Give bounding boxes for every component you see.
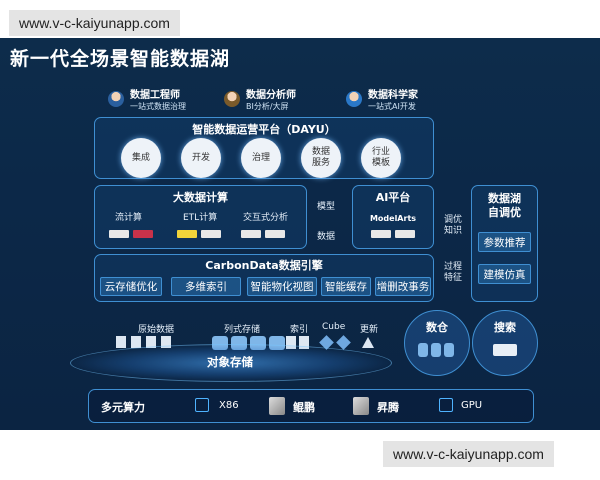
warehouse-circle: 数仓 <box>404 310 470 376</box>
bigdata-item-etl: ETL计算 <box>183 213 218 223</box>
role-analyst: 数据分析师 BI分析/大屏 <box>224 86 296 112</box>
object-storage-label: 对象存储 <box>207 355 253 369</box>
storage-label-columnar: 列式存储 <box>224 325 261 335</box>
page-title: 新一代全场景智能数据湖 <box>10 48 231 70</box>
param-recommend-tag: 参数推荐 <box>478 232 531 252</box>
label-process-feature: 过程 特征 <box>444 262 463 283</box>
role-name: 数据工程师 <box>130 90 180 101</box>
carbondata-title: CarbonData数据引擎 <box>205 259 323 272</box>
storage-label-raw: 原始数据 <box>138 325 175 335</box>
gpu-chip-icon <box>439 398 453 412</box>
watermark-bottom: www.v-c-kaiyunapp.com <box>383 441 554 467</box>
cube-icon <box>336 335 351 350</box>
engineer-icon <box>108 91 124 107</box>
x86-chip-icon <box>195 398 209 412</box>
ai-title: AI平台 <box>375 191 411 204</box>
role-desc: 一站式数据治理 <box>130 102 186 111</box>
hive-logo-icon <box>177 230 197 238</box>
storage-label-index: 索引 <box>290 325 309 335</box>
database-icon <box>431 343 441 357</box>
search-label: 搜索 <box>494 321 516 334</box>
index-file-icon <box>299 336 309 349</box>
compute-item-kunpeng: 鲲鹏 <box>293 401 315 414</box>
multi-index-tag: 多维索引 <box>171 277 241 296</box>
role-desc: BI分析/大屏 <box>246 102 289 111</box>
dayu-item-development: 开发 <box>181 138 221 178</box>
role-scientist: 数据科学家 一站式AI开发 <box>346 86 418 112</box>
label-tuning-knowledge: 调优 知识 <box>444 215 463 236</box>
dayu-item-integration: 集成 <box>121 138 161 178</box>
compute-box: 多元算力 X86 鲲鹏 昇腾 GPU <box>88 389 534 423</box>
database-icon <box>418 343 428 357</box>
storage-label-cube: Cube <box>322 322 346 332</box>
analyst-icon <box>224 91 240 107</box>
ascend-chip-icon <box>353 397 369 415</box>
hetu-logo-icon <box>265 230 285 238</box>
file-icon <box>146 336 156 348</box>
ai-subtitle: ModelArts <box>369 214 417 223</box>
carbondata-box: CarbonData数据引擎 云存储优化 多维索引 智能物化视图 智能缓存 增删… <box>94 254 434 302</box>
dayu-item-industry-template: 行业 模板 <box>361 138 401 178</box>
search-engine-logo-icon <box>493 344 517 356</box>
kunpeng-chip-icon <box>269 397 285 415</box>
stream-logos <box>109 230 153 238</box>
bigdata-item-interactive: 交互式分析 <box>243 213 289 223</box>
spark-logo-icon <box>201 230 221 238</box>
search-circle: 搜索 <box>472 310 538 376</box>
dayu-platform-box: 智能数据运营平台（DAYU） 集成 开发 治理 数据 服务 行业 模板 <box>94 117 434 179</box>
cloud-storage-opt-tag: 云存储优化 <box>100 277 162 296</box>
ai-logos <box>371 230 415 238</box>
index-file-icon <box>286 336 296 349</box>
crud-transaction-tag: 增删改事务 <box>375 277 431 296</box>
interactive-logos <box>241 230 285 238</box>
warehouse-db-icons <box>418 343 454 357</box>
dayu-item-data-service: 数据 服务 <box>301 138 341 178</box>
bigdata-item-stream: 流计算 <box>115 213 143 223</box>
compute-item-ascend: 昇腾 <box>377 401 399 414</box>
flink-logo-icon <box>109 230 129 238</box>
update-triangle-icon <box>362 337 374 348</box>
dayu-items: 集成 开发 治理 数据 服务 行业 模板 <box>121 138 401 178</box>
compute-item-x86: X86 <box>219 400 239 411</box>
index-icons <box>286 336 309 349</box>
compute-title: 多元算力 <box>101 401 145 414</box>
role-name: 数据科学家 <box>368 90 418 101</box>
smart-cache-tag: 智能缓存 <box>321 277 371 296</box>
self-tuning-box: 数据湖 自调优 参数推荐 建模仿真 <box>471 185 538 302</box>
ai-engine-logo-icon <box>395 230 415 238</box>
bigdata-title: 大数据计算 <box>173 191 228 204</box>
presto-logo-icon <box>241 230 261 238</box>
storage-label-update: 更新 <box>360 325 379 335</box>
object-storage-disk <box>70 344 392 382</box>
etl-logos <box>177 230 221 238</box>
label-model: 模型 <box>317 202 336 212</box>
raw-data-icons <box>116 336 171 348</box>
dayu-item-governance: 治理 <box>241 138 281 178</box>
file-icon <box>131 336 141 348</box>
ai-platform-box: AI平台 ModelArts <box>352 185 434 249</box>
role-engineer: 数据工程师 一站式数据治理 <box>108 86 186 112</box>
role-name: 数据分析师 <box>246 90 296 101</box>
file-icon <box>116 336 126 348</box>
scientist-icon <box>346 91 362 107</box>
smart-mv-tag: 智能物化视图 <box>247 277 317 296</box>
self-tuning-title: 数据湖 自调优 <box>488 192 521 219</box>
label-data: 数据 <box>317 232 336 242</box>
file-icon <box>161 336 171 348</box>
bigdata-compute-box: 大数据计算 流计算 ETL计算 交互式分析 <box>94 185 307 249</box>
role-desc: 一站式AI开发 <box>368 102 416 111</box>
watermark-top: www.v-c-kaiyunapp.com <box>9 10 180 36</box>
storm-logo-icon <box>133 230 153 238</box>
warehouse-label: 数仓 <box>426 321 448 334</box>
compute-item-gpu: GPU <box>461 400 483 411</box>
dayu-title: 智能数据运营平台（DAYU） <box>192 123 336 136</box>
database-icon <box>444 343 454 357</box>
ai-framework-logo-icon <box>371 230 391 238</box>
modeling-simulation-tag: 建模仿真 <box>478 264 531 284</box>
